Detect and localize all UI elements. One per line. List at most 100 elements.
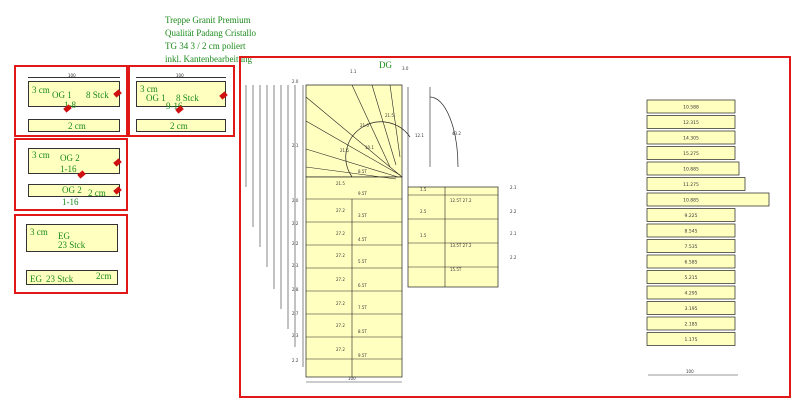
svg-text:3.0: 3.0 [402,66,409,71]
step-length-label: 6.585 [685,260,698,266]
svg-text:2.2: 2.2 [292,221,299,226]
svg-text:2.8: 2.8 [292,287,299,292]
header-line-1: Treppe Granit Premium [165,15,251,25]
svg-text:100: 100 [686,369,694,374]
bottom-name: EG [30,274,42,284]
step-box [646,115,736,129]
step-box [646,177,746,191]
step-box [646,130,736,145]
top-qty: 8 Stck [176,93,199,103]
plan-frame [239,56,791,398]
step-box [646,332,736,346]
top-qty: 8 Stck [86,90,109,100]
top-name: EG [58,231,70,241]
bottom-range: 1-16 [62,197,79,207]
top-range: 1-16 [60,164,77,174]
svg-text:2.0: 2.0 [292,198,299,203]
step-length-label: 12.315 [683,120,699,126]
floor-label: DG [379,60,392,70]
step-length-label: 5.215 [685,275,698,281]
svg-text:2.0: 2.0 [292,79,299,84]
slab-top [28,148,120,174]
svg-text:2.1: 2.1 [510,231,517,236]
top-thickness: 3 cm [32,85,50,95]
svg-text:8.5T: 8.5T [358,169,367,174]
step-box [646,316,736,331]
step-length-label: 11.275 [683,182,699,188]
svg-text:43.2: 43.2 [452,131,461,136]
step-length-label: 8.545 [685,229,698,235]
step-length-label: 10.885 [683,167,699,173]
svg-text:27.2: 27.2 [336,347,345,352]
top-qty: 23 Stck [58,240,86,250]
panel-og1-b: 100 3 cm OG 1 8 Stck 9-16 2 cm [128,65,235,137]
bottom-thickness: 2 cm [68,121,86,131]
bottom-thickness: 2 cm [88,188,106,198]
svg-text:2.3: 2.3 [292,333,299,338]
svg-text:21.0: 21.0 [360,123,369,128]
svg-text:27.2: 27.2 [336,208,345,213]
svg-text:21.5: 21.5 [385,113,394,118]
svg-text:4.5T: 4.5T [358,237,367,242]
svg-text:2.1: 2.1 [510,185,517,190]
slab-bottom [26,270,118,285]
svg-text:12.1: 12.1 [415,133,424,138]
svg-text:9.5T: 9.5T [358,191,367,196]
step-length-label: 9.225 [685,213,698,219]
svg-text:21.5: 21.5 [340,148,349,153]
step-box [646,301,736,315]
top-range: 1-8 [64,100,76,110]
svg-text:6.5T: 6.5T [358,283,367,288]
step-box [646,270,736,284]
panel-og1-a: 100 3 cm OG 1 8 Stck 1-8 2 cm [14,65,128,137]
svg-text:2.1: 2.1 [292,143,299,148]
step-length-label: 15.275 [683,151,699,157]
top-name: OG 1 [52,90,72,100]
slab-top [136,81,226,107]
header-line-3: TG 34 3 / 2 cm poliert [165,41,246,51]
step-box [646,239,736,253]
svg-text:27.2: 27.2 [336,301,345,306]
top-range: 9-16 [166,101,183,111]
svg-text:12.5T 27.2: 12.5T 27.2 [450,198,472,203]
svg-text:3.5T: 3.5T [358,213,367,218]
step-length-label: 3.195 [685,306,698,312]
svg-text:27.2: 27.2 [336,231,345,236]
top-thickness: 3 cm [30,227,48,237]
svg-text:2.7: 2.7 [292,311,299,316]
step-box [646,99,736,114]
step-length-label: 7.535 [685,244,698,250]
svg-text:2.2: 2.2 [292,241,299,246]
step-length-label: 14.305 [683,136,699,142]
panel-og2: 3 cm OG 2 1-16 OG 2 2 cm 1-16 [14,138,128,211]
slab-bottom [28,119,120,132]
stair-plan-drawing: 2.01.13.0 2.12.02.2 2.22.32.8 2.72.32.2 … [245,66,770,383]
svg-text:5.5T: 5.5T [358,259,367,264]
step-length-label: 4.295 [685,291,698,297]
step-box [646,285,736,300]
svg-text:1.1: 1.1 [350,69,357,74]
svg-text:2.2: 2.2 [510,209,517,214]
top-name: OG 2 [60,153,80,163]
step-box [646,208,736,222]
svg-text:9.5T: 9.5T [358,353,367,358]
top-thickness: 3 cm [32,150,50,160]
slab-top [28,81,120,107]
slab-top [26,224,118,252]
svg-text:21.5: 21.5 [336,181,345,186]
step-length-label: 2.185 [685,322,698,328]
bottom-thickness: 2cm [96,271,112,281]
bottom-thickness: 2 cm [170,121,188,131]
svg-text:27.2: 27.2 [336,323,345,328]
header-line-2: Qualität Padang Cristallo [165,28,256,38]
step-box [646,192,770,207]
svg-text:15.5T: 15.5T [450,267,462,272]
svg-text:2.2: 2.2 [292,358,299,363]
svg-text:1.5: 1.5 [420,233,427,238]
svg-text:27.2: 27.2 [336,277,345,282]
bottom-qty: 23 Stck [46,274,74,284]
bottom-name: OG 2 [62,185,82,195]
svg-text:7.5T: 7.5T [358,305,367,310]
top-name: OG 1 [146,93,166,103]
header-line-4: inkl. Kantenbearbeitung [165,54,252,64]
